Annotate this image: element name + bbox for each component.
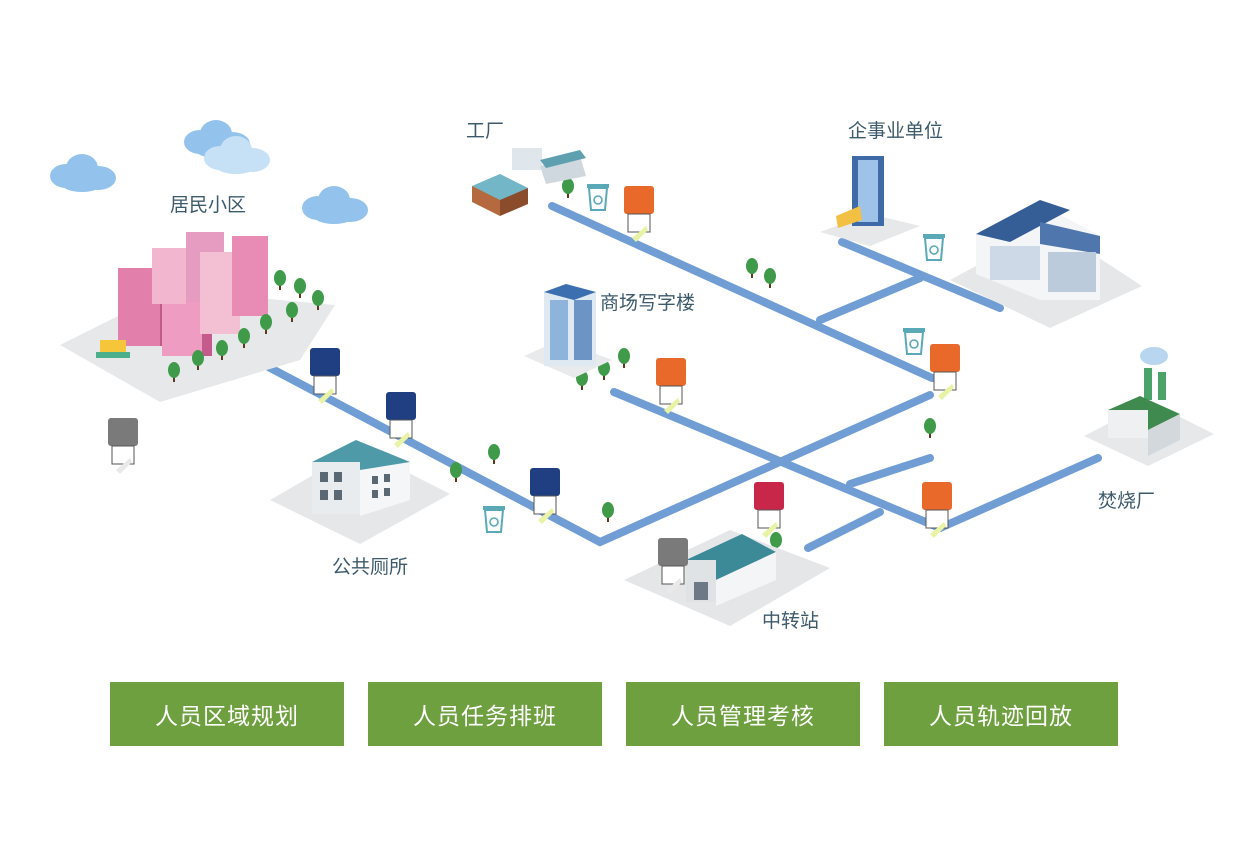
institution-building (820, 156, 1142, 328)
management-assessment-button[interactable]: 人员管理考核 (626, 682, 860, 746)
transfer-station-building (624, 530, 830, 626)
factory-building (472, 148, 586, 216)
label-factory: 工厂 (466, 120, 505, 142)
function-button-bar: 人员区域规划 人员任务排班 人员管理考核 人员轨迹回放 (110, 682, 1118, 746)
label-office: 商场写字楼 (600, 292, 696, 314)
task-schedule-button[interactable]: 人员任务排班 (368, 682, 602, 746)
sanitation-network-diagram (50, 120, 1214, 626)
zone-planning-button[interactable]: 人员区域规划 (110, 682, 344, 746)
toilet-building (270, 440, 450, 544)
label-toilet: 公共厕所 (332, 556, 409, 578)
incinerator-building (1084, 347, 1214, 466)
label-transfer-station: 中转站 (762, 610, 820, 632)
road-network (236, 202, 1102, 552)
track-replay-button[interactable]: 人员轨迹回放 (884, 682, 1118, 746)
worker-icon (108, 186, 960, 594)
office-building (524, 284, 612, 378)
label-institution: 企事业单位 (848, 120, 944, 142)
label-incinerator: 焚烧厂 (1098, 490, 1156, 512)
label-residential: 居民小区 (170, 194, 247, 216)
